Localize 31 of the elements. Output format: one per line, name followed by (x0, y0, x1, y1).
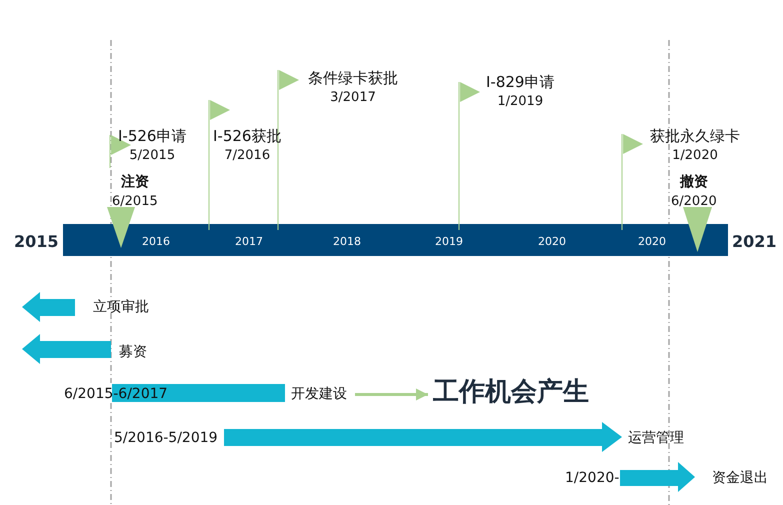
date-label: 5/2015 (128, 147, 176, 165)
date-label: 1/2019 (496, 93, 544, 111)
event-label: I-526申请 (118, 127, 186, 146)
date-label: 6/2020 (671, 193, 717, 211)
event-label: 注资 (120, 173, 150, 192)
date-range-label: 1/2020- (565, 470, 620, 486)
event-label: 获批永久绿卡 (650, 127, 740, 146)
year-label: 2015 (14, 232, 59, 251)
year-label: 2019 (435, 235, 463, 248)
result-label: 工作机会产生 (433, 376, 589, 409)
phase-label: 立项审批 (93, 298, 149, 316)
year-label: 2016 (142, 235, 170, 248)
phase-label: 开发建设 (291, 385, 347, 404)
event-label: 撤资 (678, 173, 709, 192)
event-label: I-829申请 (486, 73, 554, 92)
year-label: 2017 (235, 235, 263, 248)
arrow (355, 388, 428, 400)
phase-label: 募资 (119, 343, 147, 361)
date-label: 6/2015 (112, 193, 158, 211)
year-label: 2018 (333, 235, 361, 248)
event-label: 条件绿卡获批 (308, 69, 398, 88)
date-label: 3/2017 (329, 89, 377, 107)
event-label: I-526获批 (213, 127, 282, 146)
date-label: 7/2016 (223, 147, 272, 165)
date-range-label: 5/2016-5/2019 (114, 430, 218, 446)
year-label: 2020 (638, 235, 666, 248)
year-label: 2020 (538, 235, 566, 248)
year-label: 2021 (732, 232, 777, 251)
phase-label: 资金退出 (712, 469, 768, 487)
phase-label: 运营管理 (628, 429, 684, 447)
date-label: 1/2020 (671, 147, 719, 165)
